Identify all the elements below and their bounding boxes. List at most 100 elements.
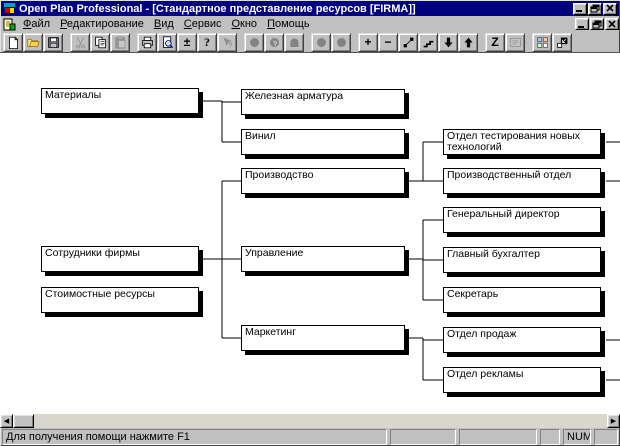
- mdi-restore-button[interactable]: [590, 18, 604, 30]
- title-bar: Open Plan Professional - [Стандартное пр…: [1, 1, 619, 16]
- scroll-left-arrow-icon[interactable]: ◀: [0, 414, 13, 428]
- clipboard-icon: [114, 35, 127, 49]
- toolbar-group-3: ?: [244, 32, 304, 52]
- window-controls: [573, 2, 617, 15]
- menu-item-0[interactable]: Файл: [23, 18, 51, 30]
- mdi-minimize-button[interactable]: [575, 18, 589, 30]
- toolbar-group-7: [532, 32, 572, 52]
- restore-button[interactable]: [588, 2, 602, 15]
- menu-item-3[interactable]: Сервис: [183, 18, 222, 30]
- circle-icon: [248, 36, 261, 49]
- new-document-button[interactable]: [3, 32, 23, 52]
- circle-icon: [335, 36, 348, 49]
- mdi-close-button[interactable]: [605, 18, 619, 30]
- save-icon: [47, 36, 60, 49]
- calculate-button[interactable]: ±: [177, 32, 197, 52]
- add-resource-button[interactable]: +: [358, 32, 378, 52]
- close-icon: [605, 4, 615, 13]
- window-title: Open Plan Professional - [Стандартное пр…: [19, 2, 416, 15]
- minus-icon: −: [384, 35, 392, 49]
- minimize-icon: [575, 4, 585, 13]
- open-folder-icon: [26, 36, 40, 49]
- move-down-button[interactable]: [438, 32, 458, 52]
- svg-text:?: ?: [228, 40, 233, 49]
- tile-windows-button[interactable]: [532, 32, 552, 52]
- toolbar: ±??? +− Z: [1, 32, 619, 52]
- sort-button[interactable]: Z: [485, 32, 505, 52]
- notes-icon: [509, 36, 522, 49]
- save-button[interactable]: [43, 32, 63, 52]
- scroll-right-arrow-icon[interactable]: ▶: [607, 414, 620, 428]
- plus-icon: +: [364, 35, 372, 49]
- node-employees[interactable]: Сотрудники фирмы: [41, 246, 199, 272]
- close-button[interactable]: [603, 2, 617, 15]
- print-preview-button[interactable]: [157, 32, 177, 52]
- minimize-button[interactable]: [573, 2, 587, 15]
- close-icon: [607, 19, 617, 29]
- resource-circle-button: [244, 32, 264, 52]
- menu-item-1[interactable]: Редактирование: [60, 18, 144, 30]
- copy-icon: [94, 36, 107, 49]
- resource-query-button: ?: [264, 32, 284, 52]
- panel-1: [390, 429, 456, 445]
- bring-front-button[interactable]: [552, 32, 572, 52]
- new-document-icon: [7, 36, 20, 49]
- link-nodes-icon: [402, 36, 415, 49]
- help-button[interactable]: ?: [197, 32, 217, 52]
- menu-item-4[interactable]: Окно: [231, 18, 258, 30]
- copy-button[interactable]: [90, 32, 110, 52]
- z-letter-icon: Z: [491, 35, 499, 49]
- panel-4: [594, 429, 618, 445]
- menu-item-2[interactable]: Вид: [153, 18, 174, 30]
- toolbar-group-5: +−: [358, 32, 478, 52]
- toolbar-group-0: [3, 32, 63, 52]
- remove-resource-button[interactable]: −: [378, 32, 398, 52]
- node-chief_acc[interactable]: Главный бухгалтер: [443, 247, 601, 273]
- move-up-button[interactable]: [458, 32, 478, 52]
- link-nodes-button[interactable]: [398, 32, 418, 52]
- num-lock-indicator: NUM: [563, 429, 591, 445]
- horizontal-scrollbar[interactable]: ◀ ▶: [0, 414, 620, 428]
- node-gen_dir[interactable]: Генеральный директор: [443, 207, 601, 233]
- node-test_dept[interactable]: Отдел тестирования новых технологий: [443, 129, 601, 155]
- scrollbar-thumb[interactable]: [13, 414, 34, 428]
- cut-button: [70, 32, 90, 52]
- arch-icon: [288, 36, 301, 49]
- question-mark-icon: ?: [204, 35, 210, 49]
- node-cost[interactable]: Стоимостные ресурсы: [41, 287, 199, 313]
- menu-bar: Файл Редактирование Вид Сервис Окно Помощь: [1, 17, 619, 31]
- node-marketing[interactable]: Маркетинг: [241, 325, 405, 351]
- document-icon[interactable]: [3, 18, 16, 31]
- paste-button: [110, 32, 130, 52]
- printer-icon: [141, 36, 154, 49]
- steps-icon: [422, 36, 435, 49]
- plus-minus-icon: ±: [183, 35, 191, 49]
- node-vinyl[interactable]: Винил: [241, 129, 405, 155]
- node-materials[interactable]: Материалы: [41, 88, 199, 114]
- arrow-question-icon: ?: [221, 36, 234, 49]
- node-adv_dept[interactable]: Отдел рекламы: [443, 367, 601, 393]
- panel-3: [540, 429, 560, 445]
- minimize-icon: [577, 20, 587, 29]
- node-sales_dept[interactable]: Отдел продаж: [443, 327, 601, 353]
- tile-windows-icon: [536, 36, 549, 49]
- toolbar-group-4: [311, 32, 351, 52]
- outline-steps-button[interactable]: [418, 32, 438, 52]
- resource-arch-button: [284, 32, 304, 52]
- circle-question-icon: ?: [268, 36, 281, 49]
- node-prod_dept[interactable]: Производственный отдел: [443, 168, 601, 194]
- menu-item-5[interactable]: Помощь: [267, 18, 310, 30]
- print-button[interactable]: [137, 32, 157, 52]
- node-secretary[interactable]: Секретарь: [443, 287, 601, 313]
- open-button[interactable]: [23, 32, 43, 52]
- node-rebar[interactable]: Железная арматура: [241, 89, 405, 115]
- restore-icon: [592, 20, 602, 29]
- up-arrow-icon: [462, 36, 475, 49]
- node-management[interactable]: Управление: [241, 246, 405, 272]
- svg-text:?: ?: [272, 39, 276, 46]
- bring-front-icon: [556, 36, 569, 49]
- node-production[interactable]: Производство: [241, 168, 405, 194]
- menu-items: Файл Редактирование Вид Сервис Окно Помощь: [18, 18, 315, 30]
- app-icon[interactable]: [3, 2, 16, 15]
